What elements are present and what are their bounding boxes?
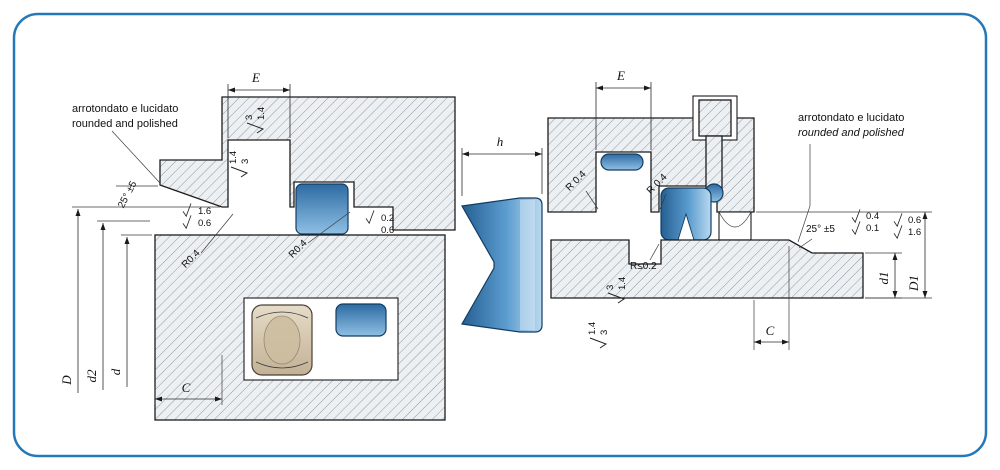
finish-mark-groove-inner: 1.4 3: [587, 322, 610, 349]
dim-label-C: C: [182, 380, 191, 395]
note-leader: [797, 144, 811, 243]
bolt-head: [698, 99, 732, 137]
radius-leader: [307, 211, 351, 244]
right-view: E arrotondato e lucidato rounded and pol…: [547, 68, 932, 350]
finish-value: 0.4: [866, 211, 879, 222]
finish-mark-rod-2: [893, 225, 903, 240]
backup-ring: [718, 211, 752, 241]
angle-label: 25° ±5: [806, 224, 835, 235]
seal-profile-view: h: [461, 134, 543, 333]
finish-value: 3: [244, 115, 255, 120]
finish-value: 1.4: [228, 151, 239, 164]
bolt-shank: [705, 135, 723, 189]
finish-value: 1.4: [617, 277, 628, 290]
guide-ring-core: [263, 315, 301, 365]
dim-label-E: E: [616, 68, 625, 83]
groove-oring: [600, 153, 644, 171]
radius-leader: [649, 243, 660, 261]
dim-label-C: C: [766, 323, 775, 338]
guide-ring-arc-bottom: [255, 361, 309, 369]
housing-section: [547, 117, 755, 213]
radius-rod-groove-label: R≤0.2: [630, 261, 657, 272]
finish-value: 0.6: [908, 215, 921, 226]
finish-mark-chamfer-1: [182, 203, 192, 218]
finish-mark-chamfer-2: [182, 215, 192, 230]
note-italian: arrotondato e lucidato: [798, 112, 904, 124]
finish-mark-chamfer-1: [851, 209, 861, 224]
finish-mark-groove-inner: 1.4 3: [228, 151, 251, 178]
finish-mark-bore: [365, 210, 375, 225]
finish-value: 1.6: [908, 227, 921, 238]
finish-value: 0.6: [198, 218, 211, 229]
backup-ring-arc: [718, 211, 752, 228]
finish-value: 1.4: [587, 322, 598, 335]
note-italian: arrotondato e lucidato: [72, 103, 178, 115]
guide-ring-arc-top: [255, 311, 309, 319]
seal-profile-highlight: [520, 200, 535, 330]
radius-leader: [200, 213, 234, 254]
dim-label-D1: D1: [906, 275, 921, 292]
dim-label-h: h: [497, 134, 504, 149]
dim-label-d2: d2: [84, 369, 99, 383]
note-leader: [111, 130, 161, 184]
wear-ring: [335, 303, 387, 337]
rod-section: [550, 239, 864, 299]
angle-leader: [798, 238, 813, 249]
radius-leader: [585, 190, 599, 210]
dim-label-E: E: [251, 70, 260, 85]
finish-value: 1.6: [198, 206, 211, 217]
housing-section: [159, 96, 456, 231]
note-english: rounded and polished: [798, 127, 905, 139]
radius-leader: [659, 193, 667, 210]
dim-label-d: d: [108, 368, 123, 375]
dim-label-D: D: [59, 375, 74, 386]
finish-value: 3: [605, 285, 616, 290]
finish-value: 3: [240, 159, 251, 164]
finish-mark-groove-outer: 3 1.4: [605, 277, 628, 304]
finish-mark-groove-outer: 3 1.4: [244, 107, 267, 134]
left-view: E 3 1.4 1.4 3 arrotondato e lucidato rou…: [59, 70, 456, 421]
finish-value: 0.6: [381, 225, 394, 236]
seal-cross-section: [295, 183, 349, 235]
dim-label-d1: d1: [876, 272, 891, 285]
finish-value: 0.1: [866, 223, 879, 234]
finish-mark-chamfer-2: [851, 221, 861, 236]
finish-value: 1.4: [256, 107, 267, 120]
finish-value: 3: [599, 330, 610, 335]
finish-value: 0.2: [381, 213, 394, 224]
finish-mark-rod-1: [893, 213, 903, 228]
note-english: rounded and polished: [72, 118, 178, 130]
